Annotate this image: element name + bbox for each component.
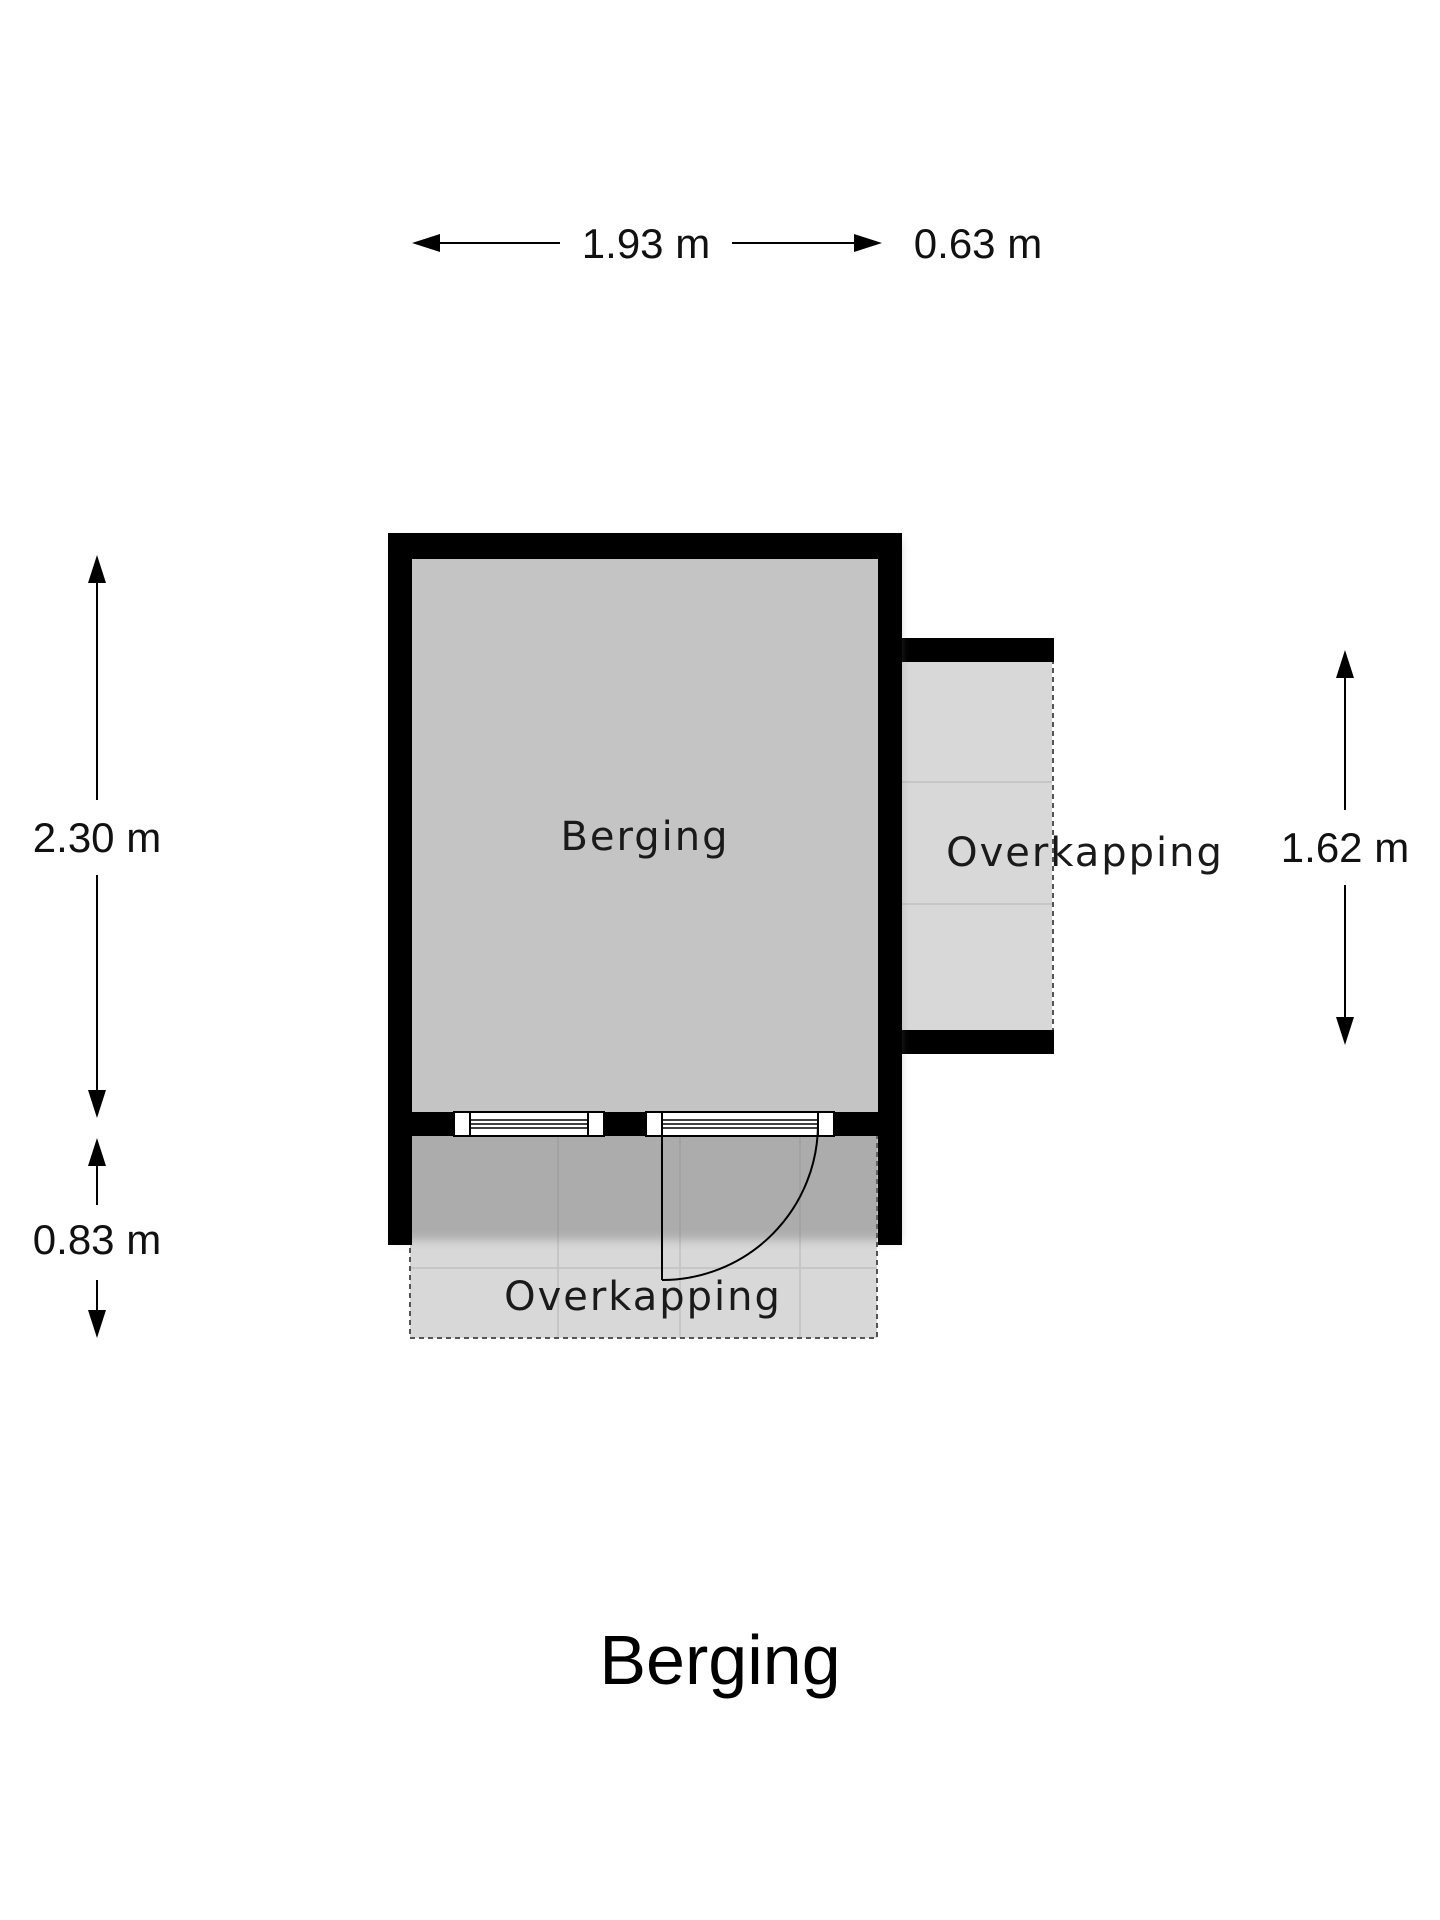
arrow-up-icon bbox=[1336, 650, 1354, 678]
dimension-width-side: 0.63 m bbox=[914, 220, 1042, 267]
arrow-up-icon bbox=[88, 555, 106, 583]
side-canopy-wall-top bbox=[900, 638, 1054, 662]
side-canopy bbox=[900, 638, 1054, 1054]
wall-bottom-right bbox=[834, 1112, 902, 1136]
main-room bbox=[388, 533, 902, 1245]
wall-bottom-left bbox=[388, 1112, 454, 1136]
door-swing-arc bbox=[661, 1123, 819, 1281]
room-label-main: Berging bbox=[560, 814, 729, 860]
arrow-down-icon bbox=[88, 1310, 106, 1338]
arrow-left-icon bbox=[412, 234, 440, 252]
door-jamb-right bbox=[817, 1111, 835, 1137]
window-jamb-right bbox=[587, 1111, 605, 1137]
dimension-width-main: 1.93 m bbox=[582, 220, 710, 267]
side-canopy-floor bbox=[902, 650, 1052, 1040]
side-canopy-wall-bottom bbox=[900, 1030, 1054, 1054]
arrow-down-icon bbox=[1336, 1017, 1354, 1045]
arrow-up-icon bbox=[88, 1138, 106, 1166]
wall-top bbox=[388, 533, 902, 559]
dimension-depth-main: 2.30 m bbox=[33, 814, 161, 861]
dimension-left: 2.30 m 0.83 m bbox=[33, 555, 161, 1338]
wall-bottom-middle bbox=[604, 1112, 646, 1136]
door-jamb-left bbox=[645, 1111, 663, 1137]
arrow-down-icon bbox=[88, 1090, 106, 1118]
dimension-right: 1.62 m bbox=[1281, 650, 1409, 1045]
dimension-top: 1.93 m 0.63 m bbox=[412, 220, 1042, 267]
door bbox=[645, 1111, 835, 1281]
dimension-depth-front: 0.83 m bbox=[33, 1216, 161, 1263]
room-label-front-canopy: Overkapping bbox=[504, 1274, 782, 1320]
window bbox=[453, 1111, 605, 1137]
wall-left bbox=[388, 533, 412, 1245]
plan-title: Berging bbox=[599, 1621, 841, 1699]
window-jamb-left bbox=[453, 1111, 471, 1137]
room-label-side-canopy: Overkapping bbox=[946, 830, 1224, 876]
main-room-floor bbox=[410, 557, 880, 1112]
arrow-right-icon bbox=[854, 234, 882, 252]
wall-right bbox=[878, 533, 902, 1245]
dimension-depth-side: 1.62 m bbox=[1281, 824, 1409, 871]
